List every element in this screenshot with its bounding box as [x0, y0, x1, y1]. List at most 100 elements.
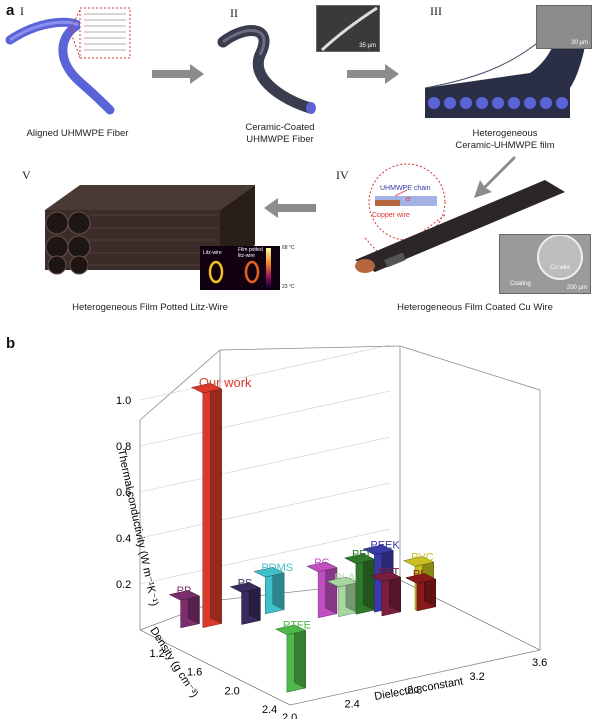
- bar-pp: [168, 590, 201, 629]
- y-tick-label: 2.0: [225, 685, 240, 697]
- bar-pet: [369, 571, 402, 617]
- bar-pi: [404, 573, 437, 612]
- bar-our-work: [190, 382, 223, 628]
- step-4-numeral: IV: [336, 168, 349, 182]
- aligned-fiber-illustration: [5, 7, 131, 115]
- bar-top-face: [306, 561, 338, 573]
- copper-wire-label: Copper wire: [372, 212, 410, 219]
- y-axis-title: Density (g cm⁻³): [147, 625, 200, 700]
- axis-ticks: 0.20.40.60.81.02.02.42.83.23.61.21.62.02…: [116, 395, 547, 719]
- bar-label: PTFE: [283, 620, 311, 632]
- fiber-zoom-box: [79, 7, 131, 59]
- bar-label: PS: [238, 577, 253, 589]
- bar-top-face: [369, 571, 402, 582]
- caption-line: UHMWPE Fiber: [246, 134, 314, 145]
- x-tick-label: 3.2: [470, 671, 485, 683]
- label-line: Film potted: [238, 247, 263, 253]
- litz-wire-illustration: [45, 185, 255, 275]
- chart-frame: [139, 345, 541, 706]
- step-3-caption: Heterogeneous Ceramic-UHMWPE film: [430, 128, 580, 152]
- bar-side-face: [294, 624, 306, 689]
- z-tick-label: 0.4: [116, 533, 131, 545]
- step-1-numeral: I: [20, 4, 24, 18]
- bar-top-face: [190, 383, 223, 394]
- bar-label: PET: [378, 566, 400, 578]
- grid-line: [139, 344, 391, 401]
- bar-top-face: [229, 582, 262, 593]
- potted-thermal-label: Film potted litz-wire: [238, 247, 263, 259]
- uhmwpe-chain-label: UHMWPE chain: [380, 185, 431, 192]
- caption-line: Ceramic-UHMWPE film: [455, 140, 555, 151]
- z-tick-label: 0.8: [116, 441, 131, 453]
- step-4-caption: Heterogeneous Film Coated Cu Wire: [397, 302, 553, 313]
- label-line: litz-wire: [238, 253, 255, 259]
- bar-pdms: [253, 566, 285, 615]
- coated-wire-illustration: [355, 163, 565, 273]
- bar-label: PDMS: [261, 562, 293, 574]
- thermal-max-label: 68 °C: [282, 245, 295, 251]
- grid: [139, 344, 391, 585]
- bar-label: PEI: [352, 549, 370, 561]
- arrow-1-2-icon: [152, 64, 204, 84]
- step-5-caption: Heterogeneous Film Potted Litz-Wire: [72, 302, 228, 313]
- z-tick-label: 1.0: [116, 395, 131, 407]
- panel-b-letter: b: [6, 335, 16, 352]
- thermal-min-label: 23 °C: [282, 284, 295, 290]
- bar-label: Our work: [199, 375, 252, 390]
- bar-top-face: [362, 544, 394, 555]
- bar-label: PLA: [334, 572, 355, 584]
- step-2-numeral: II: [230, 6, 238, 20]
- grid-line: [139, 436, 391, 493]
- y-tick-label: 1.2: [150, 648, 165, 660]
- bars: [168, 382, 437, 693]
- bar-label: PI: [413, 568, 423, 580]
- bar-ptfe: [274, 624, 307, 693]
- coated-fiber-illustration: [217, 25, 316, 114]
- x-tick-label: 3.6: [532, 657, 547, 669]
- scale-bar-label: 200 µm: [566, 285, 587, 291]
- caption-line: Ceramic-Coated: [245, 122, 315, 133]
- x-tick-label: 2.8: [407, 685, 422, 697]
- x-tick-label: 2.4: [345, 698, 360, 710]
- sem-image-cu-wire: Cu wire Coating 200 µm: [499, 234, 591, 294]
- x-tick-label: 2.0: [282, 712, 297, 719]
- sem-image-film: 30 µm: [536, 5, 592, 49]
- step-2-caption: Ceramic-Coated UHMWPE Fiber: [225, 122, 335, 146]
- bar-ps: [229, 582, 262, 625]
- bar-top-face: [404, 573, 437, 584]
- grid-line: [139, 482, 391, 539]
- y-tick-label: 2.4: [262, 704, 277, 716]
- bar-label: PVC: [411, 551, 434, 563]
- caption-line: Heterogeneous: [472, 128, 538, 139]
- z-tick-label: 0.6: [116, 487, 131, 499]
- bar-side-face: [210, 382, 222, 624]
- step-5-numeral: V: [22, 168, 31, 182]
- grid-line: [139, 390, 391, 447]
- bar-label: PP: [177, 585, 192, 597]
- step-1-caption: Aligned UHMWPE Fiber: [26, 128, 129, 139]
- arrow-4-5-icon: [264, 198, 316, 218]
- panel-a-letter: a: [6, 2, 15, 19]
- bar-side-face: [363, 553, 375, 611]
- alpha-label: α: [406, 196, 411, 203]
- bar-label: PC: [314, 557, 329, 569]
- bar-top-face: [168, 590, 201, 601]
- bar-top-face: [326, 576, 358, 588]
- cu-wire-label: Cu wire: [550, 265, 571, 271]
- bar-label: PEEK: [370, 540, 400, 552]
- bar-top-face: [403, 556, 435, 567]
- litz-wire-thermal-label: Litz-wire: [203, 250, 222, 256]
- film-illustration: [424, 22, 590, 118]
- bar-top-face: [274, 624, 307, 635]
- thermal-image: Litz-wire Film potted litz-wire: [200, 246, 280, 290]
- x-axis-title: Dielectric constant: [373, 676, 464, 703]
- grid-line: [139, 528, 391, 585]
- step-3-numeral: III: [430, 4, 442, 18]
- bar-pei: [343, 553, 376, 615]
- arrow-2-3-icon: [347, 64, 399, 84]
- bar-top-face: [343, 553, 376, 564]
- scale-bar-label: 35 µm: [359, 43, 376, 49]
- sem-image-coated-fiber: 35 µm: [316, 5, 380, 52]
